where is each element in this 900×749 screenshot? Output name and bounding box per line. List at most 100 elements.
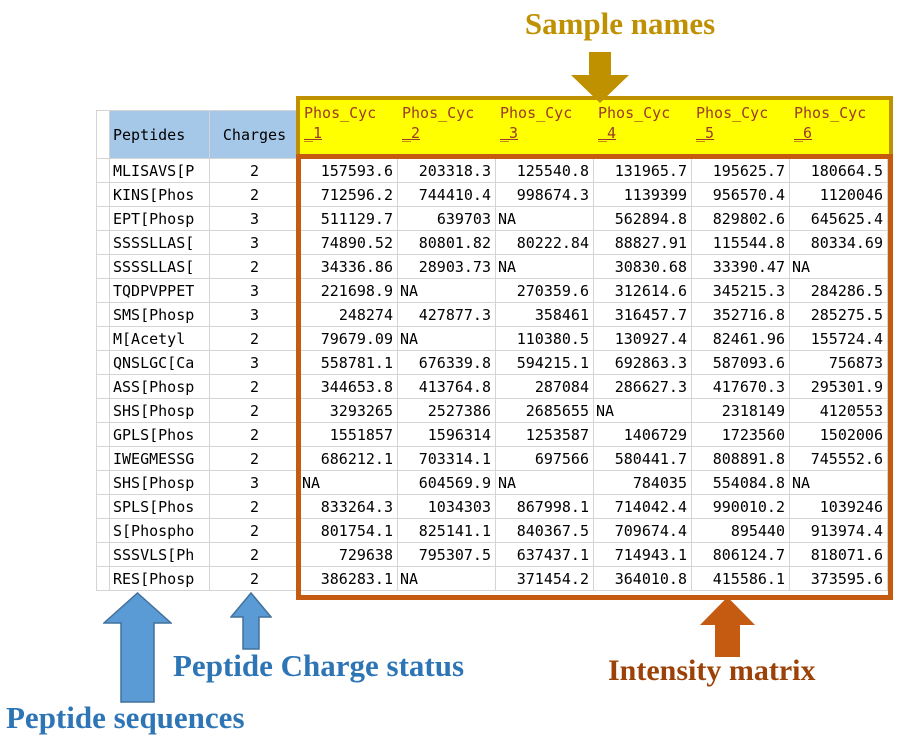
column-header-charges[interactable]: Charges: [210, 111, 300, 159]
value-cell[interactable]: 692863.3: [594, 351, 692, 375]
peptide-cell[interactable]: S[Phospho: [110, 519, 210, 543]
value-cell[interactable]: 2685655: [496, 399, 594, 423]
value-cell[interactable]: 74890.52: [300, 231, 398, 255]
value-cell[interactable]: 808891.8: [692, 447, 790, 471]
value-cell[interactable]: 427877.3: [398, 303, 496, 327]
value-cell[interactable]: 180664.5: [790, 159, 888, 183]
value-cell[interactable]: 825141.1: [398, 519, 496, 543]
value-cell[interactable]: 316457.7: [594, 303, 692, 327]
value-cell[interactable]: 415586.1: [692, 567, 790, 591]
value-cell[interactable]: 345215.3: [692, 279, 790, 303]
value-cell[interactable]: 714943.1: [594, 543, 692, 567]
value-cell[interactable]: 295301.9: [790, 375, 888, 399]
value-cell[interactable]: 203318.3: [398, 159, 496, 183]
value-cell[interactable]: 287084: [496, 375, 594, 399]
value-cell[interactable]: 88827.91: [594, 231, 692, 255]
value-cell[interactable]: 1120046: [790, 183, 888, 207]
value-cell[interactable]: 714042.4: [594, 495, 692, 519]
value-cell[interactable]: 371454.2: [496, 567, 594, 591]
value-cell[interactable]: 286627.3: [594, 375, 692, 399]
peptide-cell[interactable]: ASS[Phosp: [110, 375, 210, 399]
value-cell[interactable]: 709674.4: [594, 519, 692, 543]
value-cell[interactable]: NA: [594, 399, 692, 423]
value-cell[interactable]: 1253587: [496, 423, 594, 447]
value-cell[interactable]: 125540.8: [496, 159, 594, 183]
value-cell[interactable]: 594215.1: [496, 351, 594, 375]
value-cell[interactable]: 33390.47: [692, 255, 790, 279]
value-cell[interactable]: 795307.5: [398, 543, 496, 567]
value-cell[interactable]: 284286.5: [790, 279, 888, 303]
charge-cell[interactable]: 2: [210, 159, 300, 183]
charge-cell[interactable]: 3: [210, 279, 300, 303]
value-cell[interactable]: 221698.9: [300, 279, 398, 303]
value-cell[interactable]: 580441.7: [594, 447, 692, 471]
value-cell[interactable]: 80222.84: [496, 231, 594, 255]
value-cell[interactable]: 998674.3: [496, 183, 594, 207]
value-cell[interactable]: 729638: [300, 543, 398, 567]
value-cell[interactable]: 270359.6: [496, 279, 594, 303]
charge-cell[interactable]: 2: [210, 399, 300, 423]
peptide-cell[interactable]: SSSVLS[Ph: [110, 543, 210, 567]
value-cell[interactable]: 554084.8: [692, 471, 790, 495]
value-cell[interactable]: 82461.96: [692, 327, 790, 351]
value-cell[interactable]: 956570.4: [692, 183, 790, 207]
sample-header-cell[interactable]: Phos_Cyc_4: [598, 104, 671, 142]
peptide-cell[interactable]: QNSLGC[Ca: [110, 351, 210, 375]
value-cell[interactable]: 1596314: [398, 423, 496, 447]
value-cell[interactable]: 990010.2: [692, 495, 790, 519]
value-cell[interactable]: 1551857: [300, 423, 398, 447]
peptide-cell[interactable]: M[Acetyl: [110, 327, 210, 351]
peptide-cell[interactable]: SHS[Phosp: [110, 471, 210, 495]
value-cell[interactable]: 686212.1: [300, 447, 398, 471]
value-cell[interactable]: 30830.68: [594, 255, 692, 279]
value-cell[interactable]: 110380.5: [496, 327, 594, 351]
peptide-cell[interactable]: SSSSLLAS[: [110, 231, 210, 255]
value-cell[interactable]: 413764.8: [398, 375, 496, 399]
value-cell[interactable]: NA: [496, 207, 594, 231]
value-cell[interactable]: 80334.69: [790, 231, 888, 255]
charge-cell[interactable]: 2: [210, 543, 300, 567]
charge-cell[interactable]: 2: [210, 423, 300, 447]
peptide-cell[interactable]: MLISAVS[P: [110, 159, 210, 183]
value-cell[interactable]: 604569.9: [398, 471, 496, 495]
charge-cell[interactable]: 2: [210, 519, 300, 543]
value-cell[interactable]: 829802.6: [692, 207, 790, 231]
charge-cell[interactable]: 2: [210, 255, 300, 279]
value-cell[interactable]: 248274: [300, 303, 398, 327]
value-cell[interactable]: 895440: [692, 519, 790, 543]
peptide-cell[interactable]: GPLS[Phos: [110, 423, 210, 447]
value-cell[interactable]: 818071.6: [790, 543, 888, 567]
value-cell[interactable]: 80801.82: [398, 231, 496, 255]
charge-cell[interactable]: 2: [210, 375, 300, 399]
value-cell[interactable]: 1039246: [790, 495, 888, 519]
value-cell[interactable]: NA: [398, 279, 496, 303]
charge-cell[interactable]: 3: [210, 231, 300, 255]
charge-cell[interactable]: 2: [210, 327, 300, 351]
charge-cell[interactable]: 3: [210, 303, 300, 327]
value-cell[interactable]: 373595.6: [790, 567, 888, 591]
peptide-cell[interactable]: SHS[Phosp: [110, 399, 210, 423]
value-cell[interactable]: 784035: [594, 471, 692, 495]
sample-header-cell[interactable]: Phos_Cyc_3: [500, 104, 573, 142]
sample-header-cell[interactable]: Phos_Cyc_6: [794, 104, 867, 142]
value-cell[interactable]: 833264.3: [300, 495, 398, 519]
value-cell[interactable]: 756873: [790, 351, 888, 375]
value-cell[interactable]: 801754.1: [300, 519, 398, 543]
charge-cell[interactable]: 3: [210, 351, 300, 375]
value-cell[interactable]: NA: [790, 471, 888, 495]
value-cell[interactable]: 806124.7: [692, 543, 790, 567]
value-cell[interactable]: 285275.5: [790, 303, 888, 327]
peptide-cell[interactable]: IWEGMESSG: [110, 447, 210, 471]
value-cell[interactable]: 840367.5: [496, 519, 594, 543]
value-cell[interactable]: NA: [496, 471, 594, 495]
value-cell[interactable]: 130927.4: [594, 327, 692, 351]
value-cell[interactable]: 3293265: [300, 399, 398, 423]
value-cell[interactable]: 744410.4: [398, 183, 496, 207]
value-cell[interactable]: 1723560: [692, 423, 790, 447]
charge-cell[interactable]: 2: [210, 567, 300, 591]
value-cell[interactable]: 344653.8: [300, 375, 398, 399]
peptide-cell[interactable]: KINS[Phos: [110, 183, 210, 207]
value-cell[interactable]: 2527386: [398, 399, 496, 423]
peptide-cell[interactable]: RES[Phosp: [110, 567, 210, 591]
value-cell[interactable]: NA: [398, 567, 496, 591]
